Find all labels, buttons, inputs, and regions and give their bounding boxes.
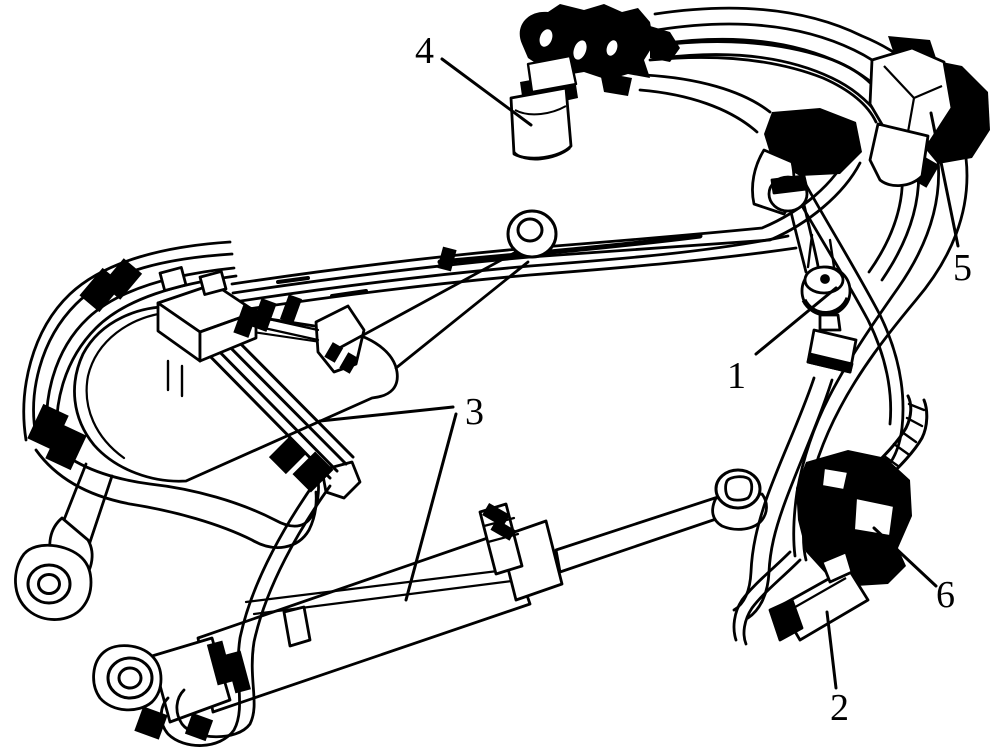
svg-text:1: 1 (727, 355, 746, 397)
svg-text:4: 4 (415, 30, 434, 72)
svg-text:6: 6 (936, 574, 955, 616)
svg-text:2: 2 (830, 687, 849, 729)
svg-text:3: 3 (465, 391, 484, 433)
svg-text:5: 5 (953, 247, 972, 289)
